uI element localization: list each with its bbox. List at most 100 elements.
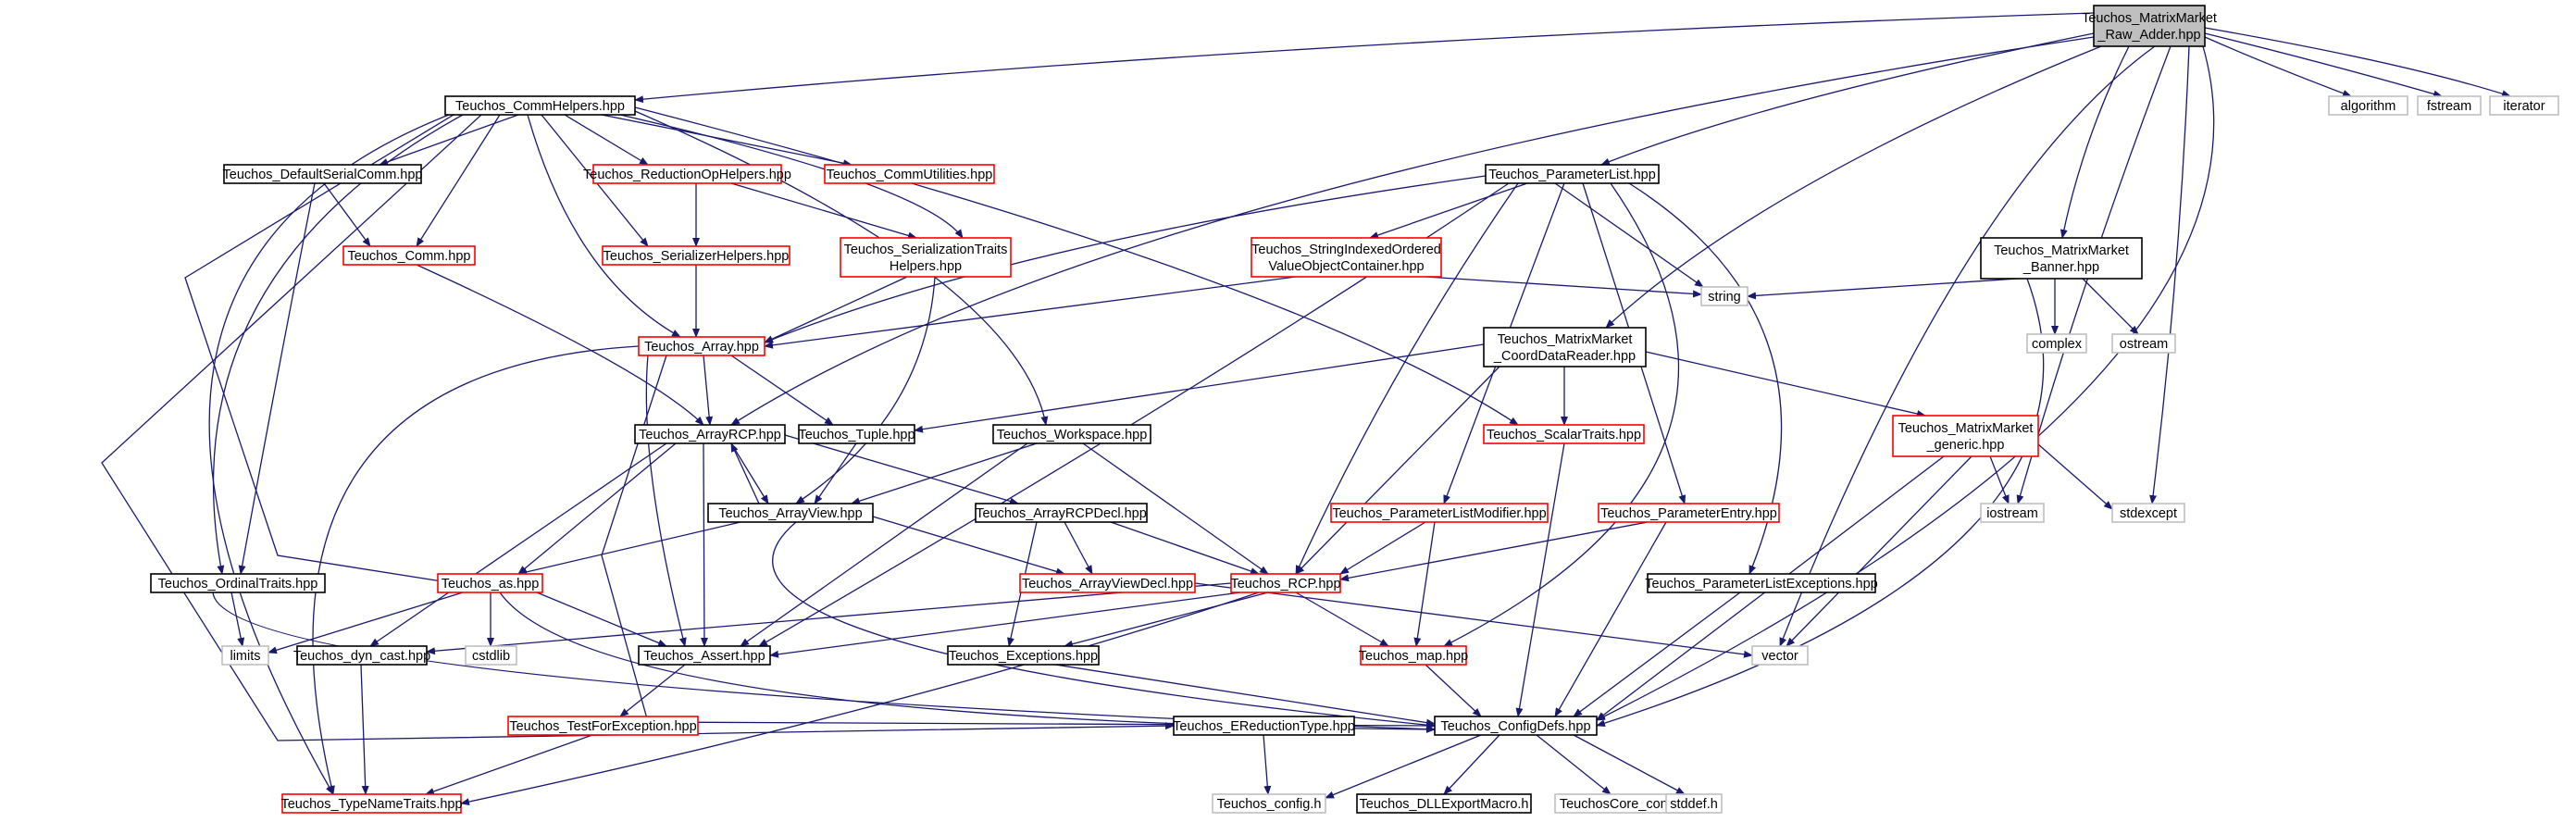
node-box (2328, 95, 2408, 116)
edge-array-to-tuple (730, 355, 834, 426)
node-box (798, 424, 915, 444)
node-configdefs[interactable]: Teuchos_ConfigDefs.hpp (1434, 716, 1598, 736)
node-label: _Banner.hpp (2022, 260, 2099, 275)
edge-plmodifier-to-rcp (1339, 521, 1426, 575)
node-box (1700, 286, 1748, 306)
node-scalartraits[interactable]: Teuchos_ScalarTraits.hpp (1483, 424, 1645, 444)
node-testforexception[interactable]: Teuchos_TestForException.hpp (507, 716, 699, 736)
node-dyncast[interactable]: Teuchos_dyn_cast.hpp (293, 645, 430, 666)
node-label: stddef.h (1670, 797, 1718, 812)
node-box (1173, 716, 1355, 736)
node-array[interactable]: Teuchos_Array.hpp (638, 336, 765, 356)
node-arrayviewdecl[interactable]: Teuchos_ArrayViewDecl.hpp (1019, 573, 1196, 593)
node-vector: vector (1751, 645, 1809, 666)
node-workspace[interactable]: Teuchos_Workspace.hpp (992, 424, 1151, 444)
node-paramentry[interactable]: Teuchos_ParameterEntry.hpp (1598, 503, 1780, 523)
node-box (221, 645, 269, 666)
node-rcp[interactable]: Teuchos_RCP.hpp (1230, 573, 1341, 593)
edge-testforexception-to-typenametraits (425, 734, 593, 795)
node-box (1434, 716, 1598, 736)
node-fstream: fstream (2417, 95, 2482, 116)
edge-array-to-arrayrcp (703, 355, 714, 426)
node-mmbanner[interactable]: Teuchos_MatrixMarket _Banner.hpp (1980, 237, 2143, 280)
node-label: Teuchos_OrdinalTraits.hpp (158, 577, 318, 592)
node-box (638, 336, 765, 356)
node-label: TeuchosCore_config.h (1560, 797, 1693, 812)
edge-rcp-to-exceptions (1064, 592, 1269, 648)
edge-comm-to-arrayrcp (416, 264, 704, 426)
node-typenametraits[interactable]: Teuchos_TypeNameTraits.hpp (280, 793, 463, 814)
node-ereductiontype[interactable]: Teuchos_EReductionType.hpp (1173, 716, 1355, 736)
node-label: Teuchos_Workspace.hpp (997, 428, 1148, 442)
node-box (465, 645, 517, 666)
node-label: Teuchos_ScalarTraits.hpp (1487, 428, 1641, 442)
edge-configdefs-to-config_h (1325, 734, 1482, 799)
node-label: Teuchos_config.h (1217, 797, 1322, 812)
edge-stringindexed-to-string (1425, 276, 1702, 298)
node-dllexport[interactable]: Teuchos_DLLExportMacro.h (1356, 793, 1532, 814)
node-arrayrcpdecl[interactable]: Teuchos_ArrayRCPDecl.hpp (975, 503, 1148, 523)
node-commutilities[interactable]: Teuchos_CommUtilities.hpp (824, 164, 995, 184)
node-box (1251, 237, 1442, 278)
node-label: Teuchos_StringIndexedOrdered (1251, 243, 1441, 257)
edge-commhelpers-to-typenametraits (208, 114, 450, 795)
node-label: Teuchos_ParameterEntry.hpp (1600, 506, 1777, 521)
node-tuple[interactable]: Teuchos_Tuple.hpp (798, 424, 915, 444)
edge-rcp-to-assert (769, 592, 1241, 658)
edge-arrayview-to-configdefs (772, 521, 1436, 729)
edge-arrayrcp-to-arrayview (730, 442, 769, 504)
node-label: Teuchos_ConfigDefs.hpp (1440, 719, 1590, 734)
edge-parameterlist-to-map (1443, 182, 1679, 647)
node-label: Teuchos_MatrixMarket (1994, 243, 2129, 258)
node-plexceptions[interactable]: Teuchos_ParameterListExceptions.hpp (1645, 573, 1878, 593)
node-box (592, 164, 782, 184)
node-stringindexed[interactable]: Teuchos_StringIndexedOrderedValueObjectC… (1251, 237, 1442, 278)
edge-mmgeneric-to-vector (1786, 455, 1972, 647)
edge-mmcoord-to-tuple (914, 343, 1485, 433)
node-box (2489, 95, 2559, 116)
edge-root-to-commhelpers (634, 12, 2095, 104)
node-label: stdexcept (2120, 506, 2177, 521)
node-label: Teuchos_Tuple.hpp (798, 428, 915, 442)
node-box (947, 645, 1100, 666)
node-assert[interactable]: Teuchos_Assert.hpp (638, 645, 771, 666)
node-box (2093, 5, 2206, 47)
node-arrayview[interactable]: Teuchos_ArrayView.hpp (707, 503, 874, 523)
node-box (634, 424, 786, 444)
node-box (1892, 415, 2039, 457)
node-plmodifier[interactable]: Teuchos_ParameterListModifier.hpp (1330, 503, 1549, 523)
edge-configdefs-to-dllexport (1443, 734, 1500, 795)
node-label: Teuchos_DefaultSerialComm.hpp (223, 168, 423, 182)
node-defaultserialcomm[interactable]: Teuchos_DefaultSerialComm.hpp (223, 164, 423, 184)
node-box (1483, 327, 1647, 367)
edge-ordinaltraits-to-limits (230, 592, 245, 647)
edge-mmbanner-to-ostream (2082, 278, 2139, 335)
node-mmgeneric[interactable]: Teuchos_MatrixMarket_generic.hpp (1892, 415, 2039, 457)
node-box (1360, 645, 1467, 666)
edge-scalartraits-to-configdefs (1515, 442, 1565, 717)
edge-paramentry-to-rcp (1339, 521, 1649, 582)
node-comm[interactable]: Teuchos_Comm.hpp (342, 245, 476, 266)
node-ordinaltraits[interactable]: Teuchos_OrdinalTraits.hpp (150, 573, 326, 593)
node-exceptions[interactable]: Teuchos_Exceptions.hpp (947, 645, 1100, 666)
node-arrayrcp[interactable]: Teuchos_ArrayRCP.hpp (634, 424, 786, 444)
edge-mmbanner-to-string (1747, 278, 2019, 300)
node-mmcoord[interactable]: Teuchos_MatrixMarket_CoordDataReader.hpp (1483, 327, 1647, 367)
node-root[interactable]: Teuchos_MatrixMarket_Raw_Adder.hpp (2082, 5, 2217, 47)
node-map[interactable]: Teuchos_map.hpp (1359, 645, 1469, 666)
node-commhelpers[interactable]: Teuchos_CommHelpers.hpp (444, 95, 636, 116)
node-serializerhelpers[interactable]: Teuchos_SerializerHelpers.hpp (602, 245, 790, 266)
edge-root-to-vector (1779, 45, 2156, 647)
node-box (507, 716, 699, 736)
node-parameterlist[interactable]: Teuchos_ParameterList.hpp (1485, 164, 1660, 184)
edge-dyncast-to-typenametraits (360, 664, 369, 795)
node-label: complex (2032, 337, 2083, 352)
edge-tuple-to-arrayview (814, 442, 857, 504)
edge-commhelpers-to-array (527, 114, 681, 338)
node-label: Teuchos_ArrayRCPDecl.hpp (976, 506, 1147, 521)
node-as[interactable]: Teuchos_as.hpp (437, 573, 543, 593)
node-reductionophelpers[interactable]: Teuchos_ReductionOpHelpers.hpp (583, 164, 791, 184)
node-box (1330, 503, 1549, 523)
